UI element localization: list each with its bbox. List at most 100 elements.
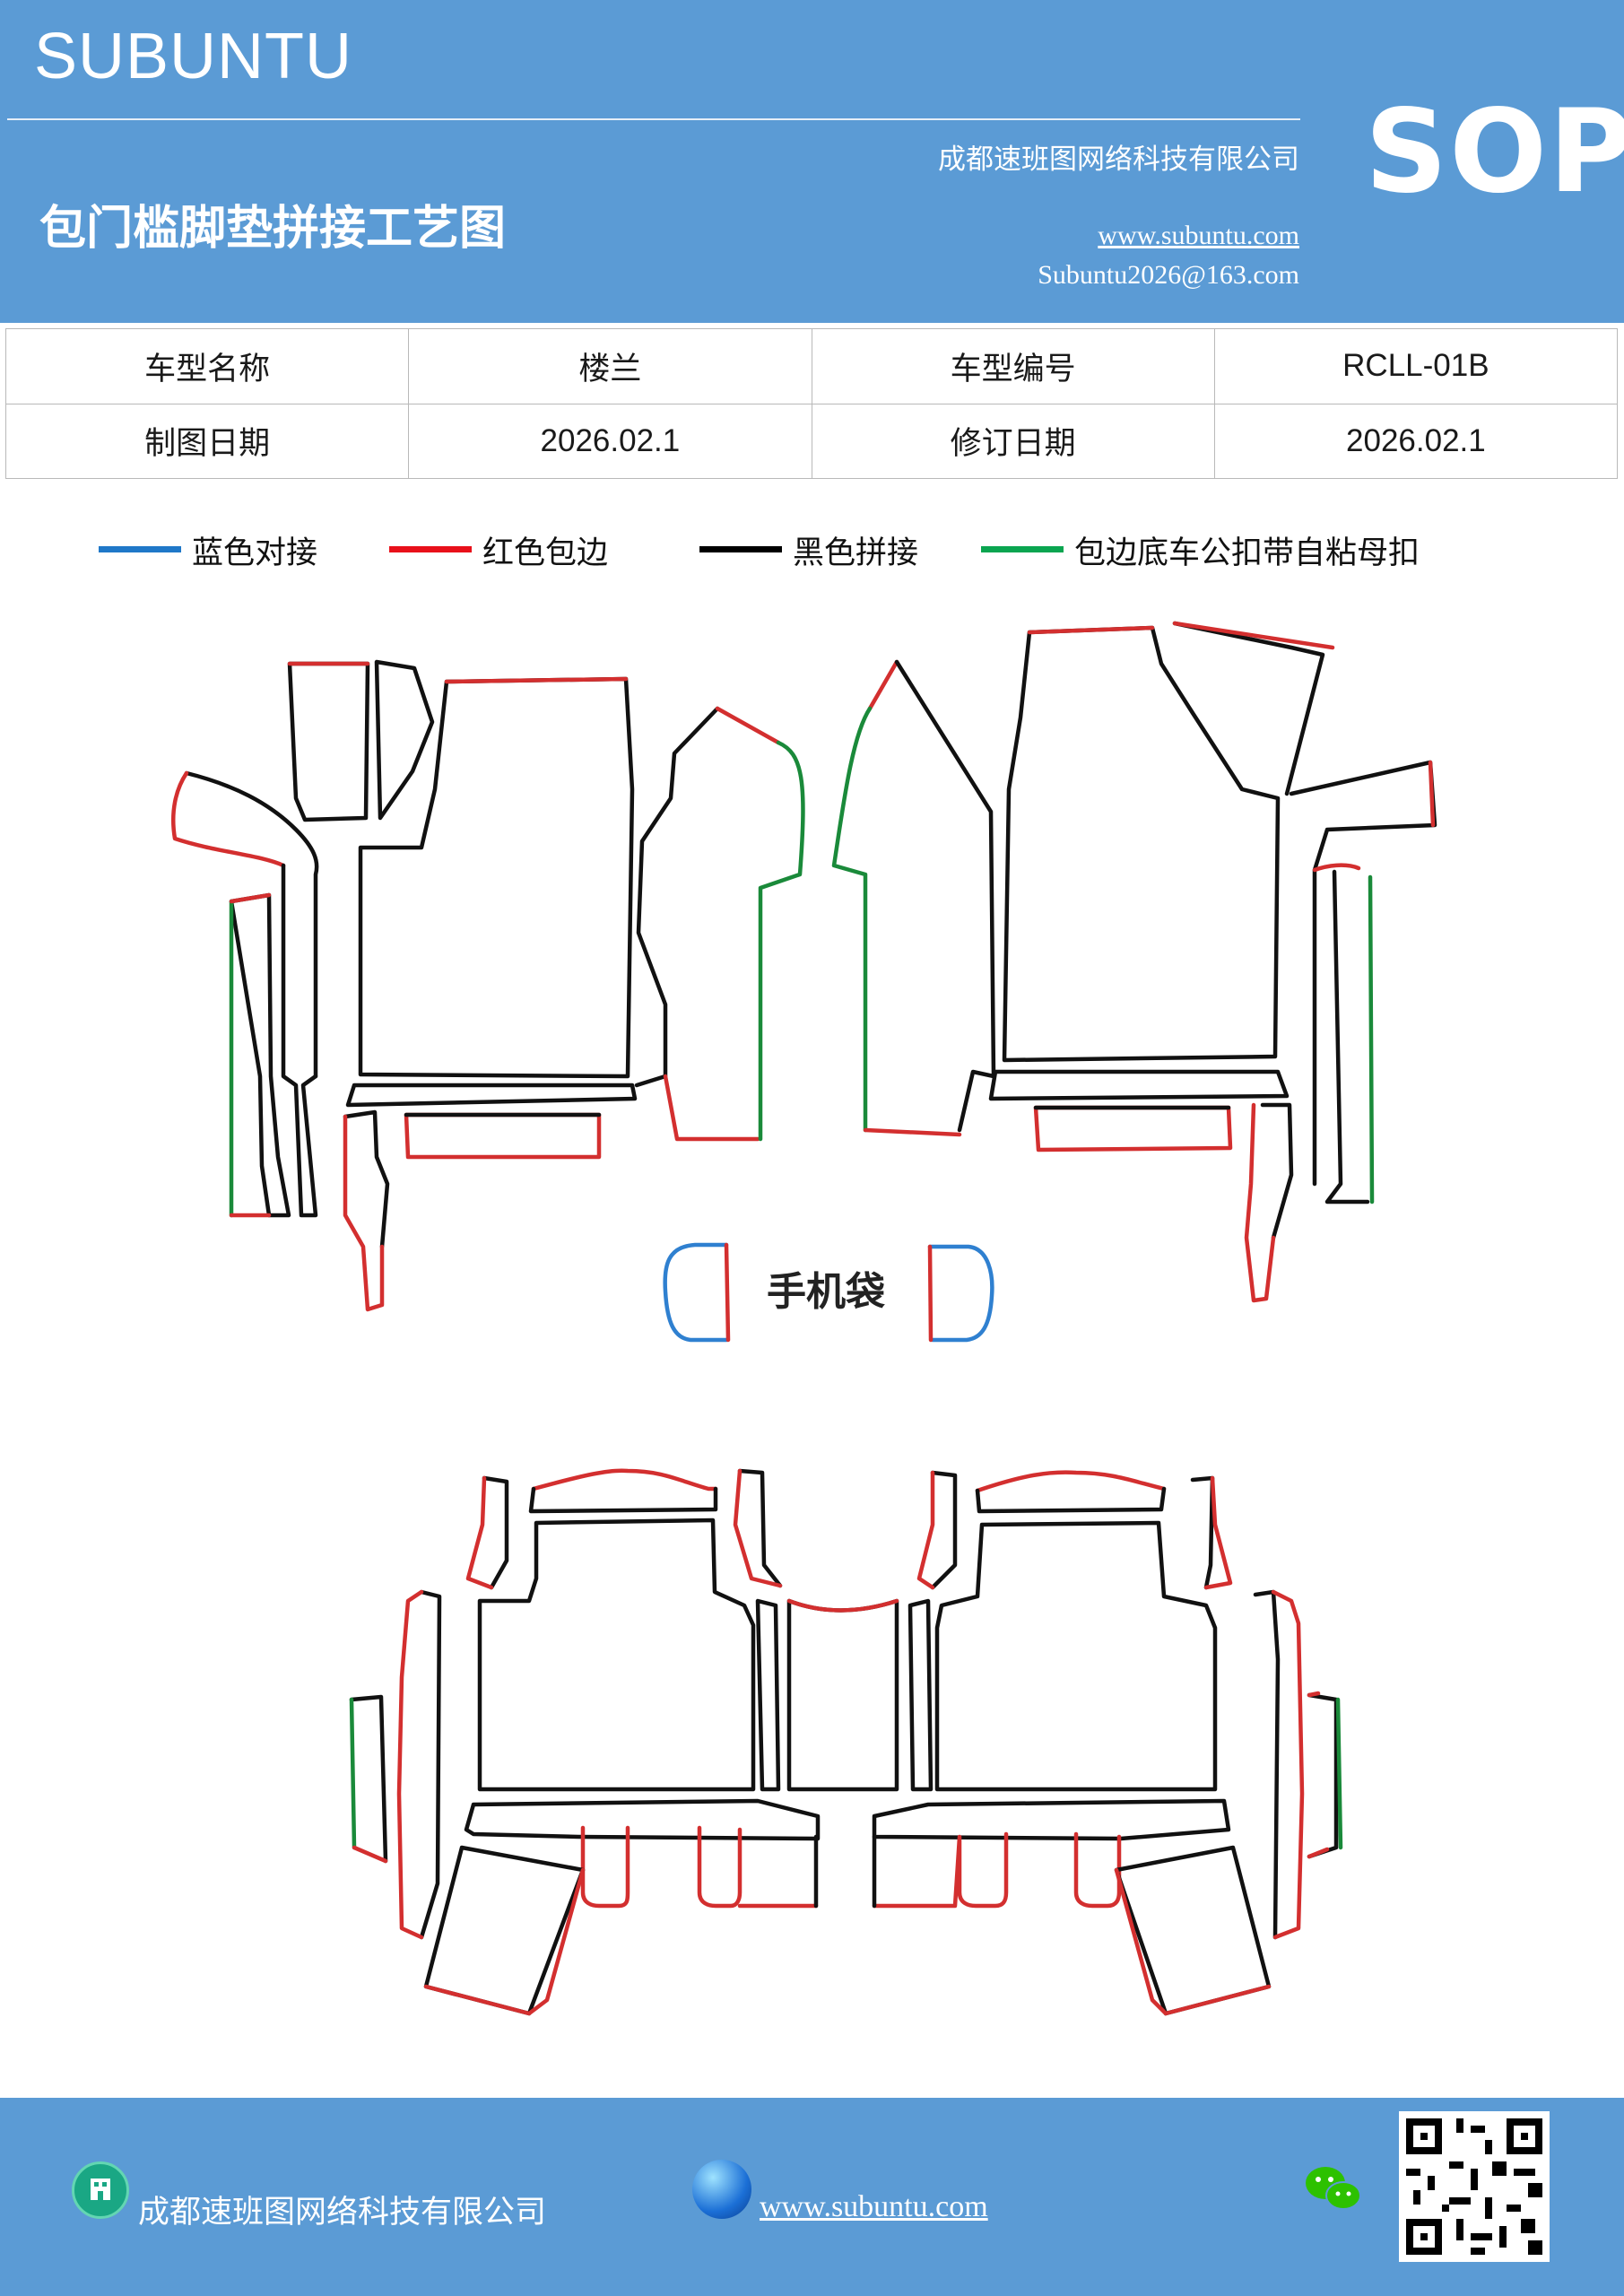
legend-item-black: 黑色拼接 <box>699 527 918 573</box>
front-left-outer-seam <box>184 770 319 1079</box>
model-code-label: 车型编号 <box>811 328 1215 404</box>
rear-left-cap-seam <box>528 1486 718 1514</box>
model-code-value: RCLL-01B <box>1213 328 1619 404</box>
front-right-bottom-edge <box>863 1127 962 1137</box>
rear-right-flap-seam <box>1114 1845 1272 2016</box>
rear-left-cap-edge <box>531 1468 718 1492</box>
legend-label: 蓝色对接 <box>192 535 318 571</box>
front-right-upper-seam <box>1172 621 1325 796</box>
front-right-long-strip <box>1324 869 1370 1205</box>
rear-center-tunnel <box>755 1598 934 1792</box>
front-right-lower-tab-edge <box>1244 1102 1276 1303</box>
front-right-velcro-strip <box>1368 874 1375 1205</box>
footer-website-link[interactable]: www.subuntu.com <box>760 2190 988 2223</box>
globe-icon <box>692 2160 751 2219</box>
rear-right-cap-seam <box>975 1486 1167 1514</box>
rear-right-cap-edge <box>975 1470 1167 1493</box>
rear-right-outer-edge <box>1307 1691 1330 1859</box>
header-website-link[interactable]: www.subuntu.com <box>1098 221 1299 250</box>
rear-left-top-tab <box>482 1475 509 1590</box>
phone-pocket-right <box>927 1244 994 1343</box>
document-title: 包门槛脚垫拼接工艺图 <box>39 201 507 256</box>
qr-code[interactable] <box>1399 2111 1550 2262</box>
front-left-lower-tab-edge <box>343 1114 385 1312</box>
front-left-main-edge <box>444 676 629 684</box>
front-right-outer-edge <box>1312 760 1436 873</box>
front-left-strip-edge <box>229 892 272 1218</box>
legend-label: 红色包边 <box>482 535 609 571</box>
front-right-mat-group <box>831 621 1437 1303</box>
front-left-main-mat <box>358 676 635 1079</box>
header-email[interactable]: Subuntu2026@163.com <box>1038 260 1299 290</box>
rear-left-main-mat <box>477 1518 756 1792</box>
rear-left-outer-edge <box>352 1845 388 1864</box>
legend-swatch-black <box>699 546 782 552</box>
vehicle-info-table: 车型名称 楼兰 车型编号 RCLL-01B 制图日期 2026.02.1 修订日… <box>4 328 1619 479</box>
front-right-main-mat <box>1002 625 1281 1063</box>
sop-badge: SOP <box>1365 85 1624 219</box>
rear-left-flap-seam <box>423 1845 586 2016</box>
legend-item-red: 红色包边 <box>389 527 608 573</box>
front-left-mat-group <box>170 659 805 1312</box>
floor-mat-diagram: 手机袋 <box>170 621 1437 2016</box>
front-right-lower-tab <box>1260 1102 1294 1240</box>
table-row: 车型名称 楼兰 车型编号 RCLL-01B <box>4 328 1619 404</box>
draw-date-label: 制图日期 <box>4 403 410 479</box>
front-left-lower-tab <box>343 1109 390 1249</box>
rear-left-outer-velcro <box>349 1697 357 1850</box>
rear-left-flap-edge <box>423 1867 586 2016</box>
draw-date-value: 2026.02.1 <box>408 403 812 479</box>
front-left-door-velcro <box>758 740 805 1142</box>
building-icon <box>72 2161 129 2219</box>
rear-right-outer-velcro <box>1335 1697 1343 1850</box>
rear-right-heel-strip <box>872 1798 1231 1841</box>
rear-left-mat-group <box>349 1468 821 2016</box>
phone-pocket-label: 手机袋 <box>767 1269 885 1315</box>
model-name-label: 车型名称 <box>4 328 410 404</box>
front-right-main-edge <box>1027 625 1155 635</box>
rear-left-side-strip-edge <box>396 1589 424 1940</box>
rear-right-mat-group <box>872 1470 1343 2016</box>
front-left-heel-strip <box>345 1083 638 1108</box>
rear-right-side-strip-edge <box>1271 1589 1305 1940</box>
legend-label: 包边底车公扣带自粘母扣 <box>1074 535 1420 571</box>
table-row: 制图日期 2026.02.1 修订日期 2026.02.1 <box>4 403 1619 479</box>
brand-logo: SUBUNTU <box>34 21 353 92</box>
rear-right-inner-tab-edge <box>916 1470 935 1590</box>
rear-right-flap-edge <box>1114 1867 1272 2016</box>
front-right-tip-edge <box>867 659 899 711</box>
rear-right-side-strip <box>1253 1589 1281 1940</box>
front-left-upper-piece <box>287 661 370 822</box>
model-name-value: 楼兰 <box>408 328 812 404</box>
wechat-icon[interactable] <box>1302 2161 1365 2215</box>
rear-left-outer-strip <box>349 1694 388 1864</box>
front-right-upper-edge <box>1172 621 1335 650</box>
legend-item-green: 包边底车公扣带自粘母扣 <box>981 527 1420 573</box>
header-banner <box>0 0 1624 323</box>
front-right-outer-seam <box>1289 760 1437 1187</box>
rear-left-inner-tab <box>737 1468 783 1588</box>
front-left-upper-piece-2 <box>374 659 435 821</box>
footer-company: 成都速班图网络科技有限公司 <box>138 2195 547 2231</box>
rear-right-top-tab-edge <box>1203 1475 1233 1590</box>
front-left-door-edge <box>663 706 781 1142</box>
legend-swatch-red <box>389 546 472 552</box>
rear-right-main-mat <box>934 1520 1218 1792</box>
rear-left-top-tab-edge <box>465 1475 494 1590</box>
front-right-seam <box>894 659 996 1133</box>
rear-right-inner-tab <box>930 1470 958 1590</box>
header-company: 成都速班图网络科技有限公司 <box>938 144 1299 176</box>
header-divider <box>7 118 1300 120</box>
rear-left-bottom-tabs <box>580 1825 819 1909</box>
front-right-velcro <box>831 706 873 1133</box>
legend-swatch-green <box>981 546 1064 552</box>
front-left-bottom-tab <box>404 1112 602 1160</box>
rear-right-bottom-tabs <box>872 1831 1122 1909</box>
front-left-door-seam <box>634 706 720 1088</box>
legend-item-blue: 蓝色对接 <box>99 527 317 573</box>
front-left-outer-edge <box>170 770 286 868</box>
front-right-heel-strip <box>988 1069 1290 1101</box>
rear-right-top-tab <box>1190 1475 1215 1590</box>
front-left-strip-seam <box>281 863 318 1218</box>
legend-label: 黑色拼接 <box>793 535 919 571</box>
